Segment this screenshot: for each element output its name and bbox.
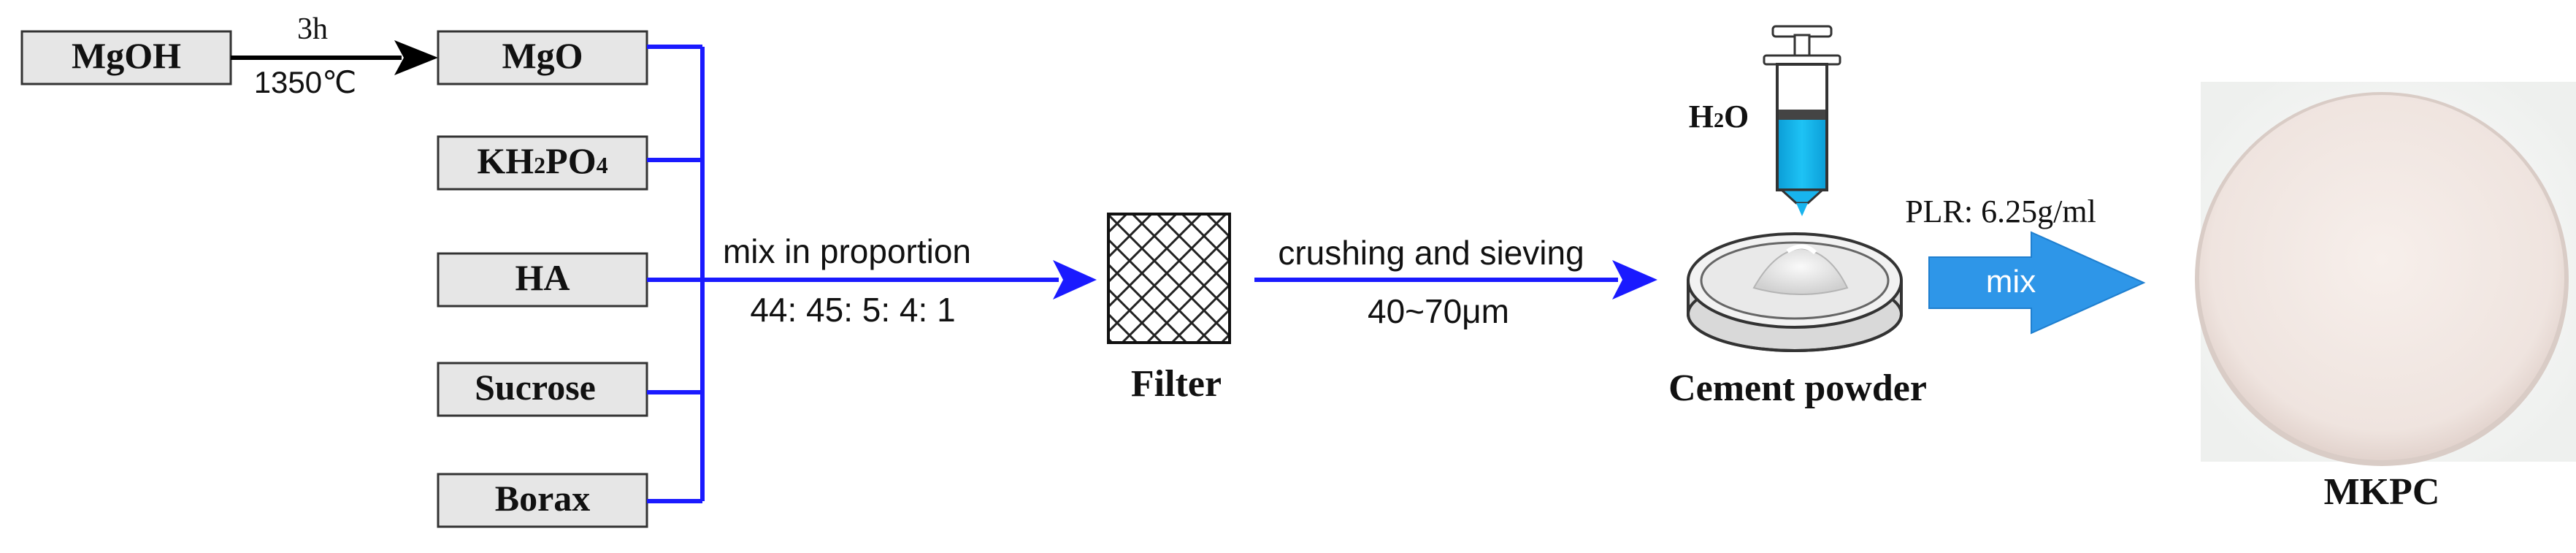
water-label: H2O bbox=[1689, 99, 1749, 134]
borax-box: Borax bbox=[437, 473, 648, 528]
particle-size-label: 40~70μm bbox=[1368, 292, 1509, 330]
mgo-box: MgO bbox=[437, 30, 648, 85]
cement-powder-label: Cement powder bbox=[1668, 367, 1927, 409]
mkpc-label: MKPC bbox=[2324, 471, 2440, 513]
mix-block-arrow: mix bbox=[1928, 231, 2146, 335]
calcination-arrow: 3h 1350℃ bbox=[231, 12, 438, 99]
petri-dish-icon bbox=[1687, 232, 1903, 352]
filter-mesh: Filter bbox=[1107, 213, 1231, 405]
crush-label: crushing and sieving bbox=[1278, 234, 1584, 272]
sucrose-label: Sucrose bbox=[475, 367, 596, 408]
plr-label: PLR: 6.25g/ml bbox=[1905, 194, 2096, 229]
ratio-label: 44: 45: 5: 4: 1 bbox=[750, 291, 955, 329]
mkpc-sample-photo bbox=[2195, 82, 2576, 466]
calcination-temp: 1350℃ bbox=[254, 65, 357, 99]
ha-label: HA bbox=[515, 257, 570, 298]
ha-box: HA bbox=[437, 252, 648, 308]
kh2po4-box: KH2PO4 bbox=[437, 135, 648, 191]
mix-arrow: mix in proportion 44: 45: 5: 4: 1 bbox=[647, 232, 1097, 329]
mgoh-box: MgOH bbox=[20, 30, 232, 85]
syringe-icon bbox=[1763, 25, 1841, 216]
sucrose-box: Sucrose bbox=[437, 362, 648, 417]
combine-bracket bbox=[647, 45, 705, 503]
mgoh-label: MgOH bbox=[72, 35, 181, 76]
calcination-time: 3h bbox=[297, 12, 328, 46]
crushing-arrow: crushing and sieving 40~70μm bbox=[1254, 234, 1657, 330]
mgo-label: MgO bbox=[502, 35, 583, 76]
mix-arrow-label: mix bbox=[1986, 264, 2036, 300]
mix-label: mix in proportion bbox=[723, 232, 971, 270]
borax-label: Borax bbox=[495, 478, 591, 519]
kh2po4-label: KH2PO4 bbox=[477, 140, 607, 181]
filter-label: Filter bbox=[1131, 363, 1222, 405]
